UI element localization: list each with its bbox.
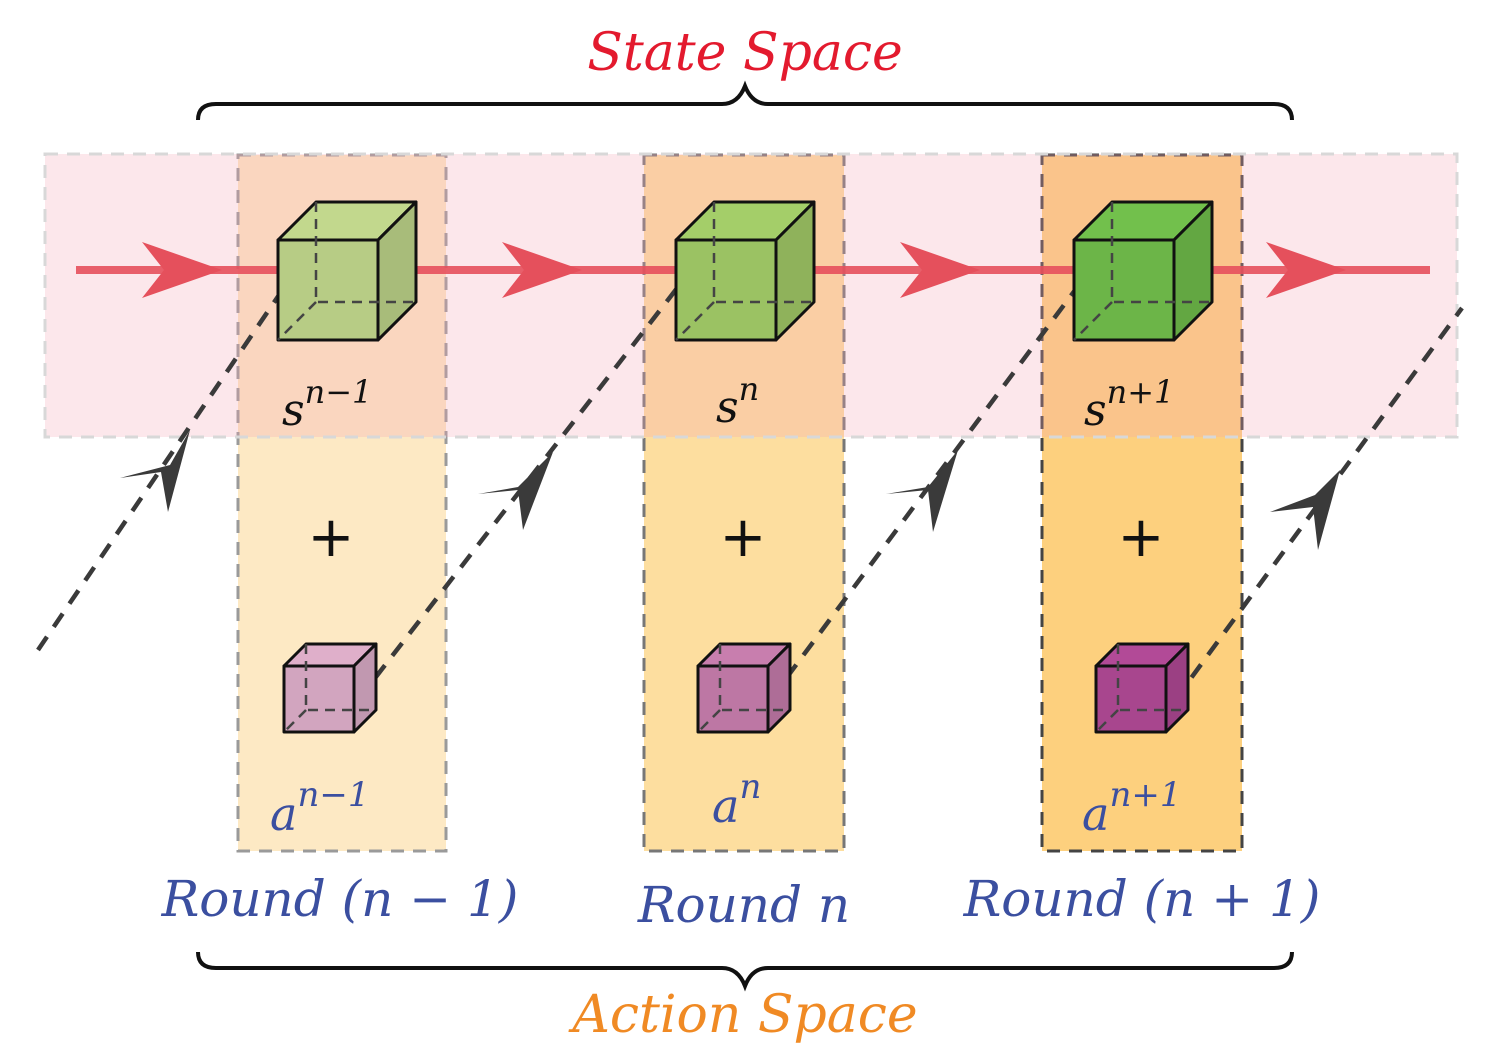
action-label-3: an+1 <box>1082 775 1181 841</box>
cube-front <box>696 664 770 734</box>
plus-sign-1: + <box>308 505 355 570</box>
plus-sign-3: + <box>1118 505 1165 570</box>
transition-arrowheads <box>120 430 1340 550</box>
cube-hidden-edges <box>277 202 1212 733</box>
state-arrowheads <box>142 242 1346 298</box>
action-cube-2 <box>696 642 792 734</box>
cube-front <box>276 238 380 342</box>
cube-front <box>674 238 778 342</box>
plus-sign-2: + <box>720 505 767 570</box>
state-space-title: State Space <box>587 23 903 83</box>
action-label-1: an−1 <box>270 775 369 841</box>
action-cube-1 <box>282 642 378 734</box>
state-label-3: sn+1 <box>1084 373 1174 436</box>
round-label-3: Round (n + 1) <box>963 870 1321 928</box>
state-label-1: sn−1 <box>282 373 372 436</box>
top-brace <box>196 80 1294 121</box>
action-cube-3 <box>1094 642 1190 734</box>
cube-front <box>1072 238 1176 342</box>
state-label-2: sn <box>716 370 759 433</box>
action-space-title: Action Space <box>568 985 917 1045</box>
round-label-2: Round n <box>637 876 850 934</box>
cube-front <box>1094 664 1168 734</box>
transition-arrows <box>36 263 1464 702</box>
action-label-2: an <box>712 767 761 833</box>
state-cube-1 <box>276 200 418 342</box>
bottom-brace <box>196 951 1294 992</box>
cube-front <box>282 664 356 734</box>
round-label-1: Round (n − 1) <box>161 870 519 928</box>
state-cube-2 <box>674 200 816 342</box>
state-cube-3 <box>1072 200 1214 342</box>
